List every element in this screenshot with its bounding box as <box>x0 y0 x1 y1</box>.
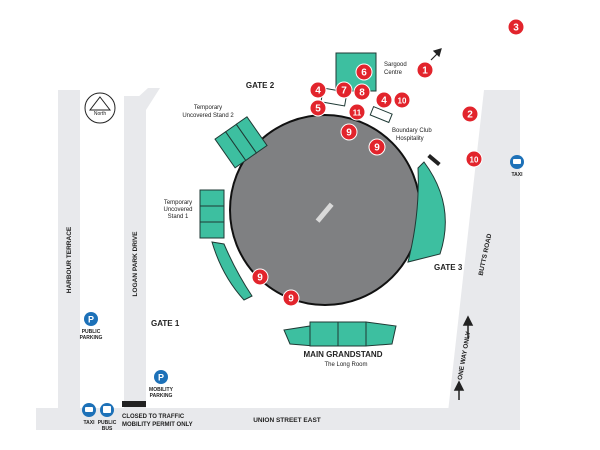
harbour-terrace-label: HARBOUR TERRACE <box>66 226 73 293</box>
mobility-parking-letter: P <box>158 373 164 383</box>
logan-park-drive-road <box>124 96 146 430</box>
public-parking-letter: P <box>88 315 94 325</box>
logan-park-drive-curve <box>124 88 160 110</box>
mobility-parking-icon: P <box>154 370 168 384</box>
location-marker-8: 8 <box>353 83 371 101</box>
stands <box>199 116 446 347</box>
temporary-stand-1-label-1: Temporary <box>164 200 192 206</box>
closed-to-traffic-label-2: MOBILITY PERMIT ONLY <box>122 422 193 428</box>
location-marker-10: 10 <box>465 150 483 168</box>
location-marker-6: 6 <box>355 63 373 81</box>
one-way-arrows <box>453 315 474 400</box>
marker-number: 11 <box>353 109 362 118</box>
location-marker-7: 7 <box>335 81 353 99</box>
north-label: North <box>94 111 106 117</box>
union-street-east-road <box>36 408 520 430</box>
butts-road <box>446 90 520 430</box>
marker-number: 4 <box>315 86 321 97</box>
temporary-stand-2 <box>214 116 268 169</box>
public-parking-label-1: PUBLIC <box>82 329 101 335</box>
mobility-parking-label-1: MOBILITY <box>149 387 174 393</box>
location-marker-9: 9 <box>282 289 300 307</box>
temporary-stand-2-label-2: Uncovered Stand 2 <box>182 113 234 119</box>
marker-number: 10 <box>398 97 407 106</box>
temporary-stand-1-label-2: Uncovered <box>163 207 192 213</box>
taxi-icon <box>82 403 96 417</box>
public-parking-icon: P <box>84 312 98 326</box>
location-marker-3: 3 <box>507 18 525 36</box>
taxi-label: TAXI <box>83 420 95 426</box>
east-curved-stand <box>407 161 446 263</box>
location-marker-9: 9 <box>251 268 269 286</box>
marker-number: 4 <box>381 96 387 107</box>
marker-number: 8 <box>359 88 365 99</box>
boundary-club-label-2: Hospitality <box>396 136 424 142</box>
marker-number: 6 <box>361 68 367 79</box>
cricket-pitch <box>315 202 334 223</box>
location-marker-9: 9 <box>340 123 358 141</box>
public-bus-icon <box>100 403 114 417</box>
location-marker-1: 1 <box>416 61 434 79</box>
west-curved-stand <box>211 241 253 301</box>
marker-number: 3 <box>513 23 519 34</box>
boundary-club-building <box>369 105 393 124</box>
location-marker-9: 9 <box>368 138 386 156</box>
temporary-stand-1 <box>199 189 225 239</box>
sargood-centre-label-1: Sargood <box>384 62 407 68</box>
location-marker-4: 4 <box>309 81 327 99</box>
gate-1-label: GATE 1 <box>151 319 180 328</box>
gate-3-bar <box>427 153 441 167</box>
closed-road-bar <box>122 401 146 407</box>
location-marker-11: 11 <box>348 103 366 121</box>
sargood-centre-label-2: Centre <box>384 70 403 76</box>
gate-2-label: GATE 2 <box>246 81 275 90</box>
marker-number: 10 <box>470 156 479 165</box>
marker-number: 9 <box>346 128 352 139</box>
marker-number: 2 <box>467 110 473 121</box>
marker-number: 5 <box>315 104 321 115</box>
temporary-stand-2-label-1: Temporary <box>194 105 222 111</box>
main-grandstand-stand <box>283 321 397 347</box>
marker-number: 9 <box>374 143 380 154</box>
north-arrow-icon: North <box>84 92 116 124</box>
gate-3-label: GATE 3 <box>434 263 463 272</box>
direction-arrow-icon <box>430 48 442 61</box>
harbour-terrace-road <box>58 90 80 430</box>
public-bus-label-1: PUBLIC <box>98 420 117 426</box>
closed-to-traffic-label-1: CLOSED TO TRAFFIC <box>122 414 185 420</box>
marker-number: 9 <box>288 294 294 305</box>
marker-number: 9 <box>257 273 263 284</box>
taxi-label-east: TAXI <box>511 172 523 178</box>
public-parking-label-2: PARKING <box>80 335 103 341</box>
taxi-icon-east <box>510 155 524 169</box>
location-marker-10: 10 <box>393 91 411 109</box>
location-marker-4: 4 <box>375 91 393 109</box>
logan-park-drive-label: LOGAN PARK DRIVE <box>132 231 139 297</box>
roads <box>36 88 520 430</box>
marker-number: 7 <box>341 86 347 97</box>
long-room-label: The Long Room <box>324 362 367 368</box>
location-markers: 1 2 3 4 4 5 6 7 8 9 9 9 9 10 10 11 <box>251 18 525 307</box>
temporary-stand-1-label-3: Stand 1 <box>168 214 189 220</box>
mobility-parking-label-2: PARKING <box>150 393 173 399</box>
boundary-club-label-1: Boundary Club <box>392 128 432 134</box>
main-grandstand-label: MAIN GRANDSTAND <box>304 350 383 359</box>
union-street-east-label: UNION STREET EAST <box>253 417 321 424</box>
location-marker-2: 2 <box>461 105 479 123</box>
location-marker-5: 5 <box>309 99 327 117</box>
public-bus-label-2: BUS <box>102 426 113 432</box>
marker-number: 1 <box>422 66 428 77</box>
